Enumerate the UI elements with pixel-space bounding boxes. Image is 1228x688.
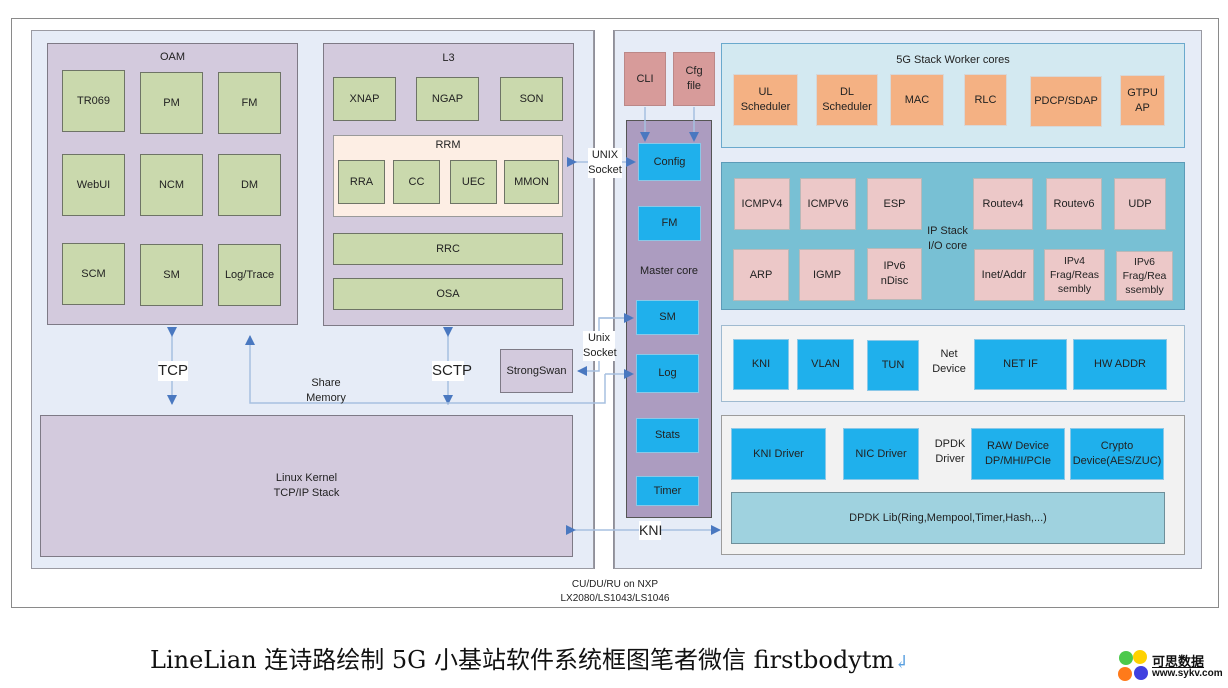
master-module-stats: Stats (636, 418, 699, 453)
rrm-module-mmon: MMON (504, 160, 559, 204)
master-module-fm: FM (638, 206, 701, 241)
kni-label: KNI (639, 521, 663, 540)
share-memory-label: Share Memory (306, 377, 346, 404)
oam-module-tr069: TR069 (62, 70, 125, 132)
cli-block: CLI (624, 52, 666, 106)
caption-text: LineLian 连诗路绘制 5G 小基站软件系统框图笔者微信 firstbod… (150, 640, 909, 675)
dpdk-module-nic-driver: NIC Driver (843, 428, 919, 480)
net-module-vlan: VLAN (797, 339, 854, 390)
worker-module-pdcp-sdap: PDCP/SDAP (1030, 76, 1102, 127)
oam-module-pm: PM (140, 72, 203, 134)
watermark-url: www.sykv.com (1152, 668, 1223, 679)
platform-label: CU/DU/RU on NXP LX2080/LS1043/LS1046 (560, 579, 670, 604)
ip-stack-title: IP Stack I/O core (927, 225, 968, 252)
net-device-title: Net Device (932, 348, 966, 375)
ip-module-icmpv6: ICMPV6 (800, 178, 856, 230)
rrm-module-uec: UEC (450, 160, 497, 204)
master-module-timer: Timer (636, 476, 699, 506)
oam-module-sm: SM (140, 244, 203, 306)
ip-module-esp: ESP (867, 178, 922, 230)
dpdk-module-kni-driver: KNI Driver (731, 428, 826, 480)
caption-content: LineLian 连诗路绘制 5G 小基站软件系统框图笔者微信 firstbod… (150, 646, 895, 674)
watermark-name: 可思数据 (1152, 654, 1205, 669)
oam-module-scm: SCM (62, 243, 125, 305)
worker-module-rlc: RLC (964, 74, 1007, 126)
master-core-title: Master core (639, 265, 699, 277)
net-module-kni: KNI (733, 339, 789, 390)
worker-module-mac: MAC (890, 74, 944, 126)
ip-module-udp: UDP (1114, 178, 1166, 230)
l3-title: L3 (442, 52, 455, 64)
oam-module-fm: FM (218, 72, 281, 134)
ip-module-arp: ARP (733, 249, 789, 301)
worker-module-ul-scheduler: UL Scheduler (733, 74, 798, 126)
ip-module-ipv6-ndisc: IPv6 nDisc (867, 248, 922, 300)
unix-socket-lower-label: Unix Socket (583, 331, 617, 361)
ip-module-inet-addr: Inet/Addr (974, 249, 1034, 301)
dpdk-module-raw-device: RAW Device DP/MHI/PCIe (971, 428, 1065, 480)
oam-module-dm: DM (218, 154, 281, 216)
worker-cores-block: 5G Stack Worker cores (721, 43, 1185, 148)
ip-stack-block (721, 162, 1185, 310)
l3-module-xnap: XNAP (333, 77, 396, 121)
worker-module-dl-scheduler: DL Scheduler (816, 74, 878, 126)
master-module-sm: SM (636, 300, 699, 335)
unix-socket-upper-label: UNIX Socket (588, 148, 622, 178)
net-module-hw-addr: HW ADDR (1073, 339, 1167, 390)
ip-module-routev6: Routev6 (1046, 178, 1102, 230)
return-mark-icon: ↲ (894, 652, 910, 673)
dpdk-driver-title: DPDK Driver (934, 438, 966, 465)
rrm-title: RRM (435, 139, 461, 151)
watermark: 可思数据 www.sykv.com (1116, 649, 1228, 683)
panel-divider (594, 30, 614, 569)
ip-module-igmp: IGMP (799, 249, 855, 301)
ip-module-ipv4-frag: IPv4 Frag/Reas sembly (1044, 249, 1105, 301)
l3-module-rrc: RRC (333, 233, 563, 265)
master-module-config: Config (638, 143, 701, 181)
l3-module-son: SON (500, 77, 563, 121)
net-module-tun: TUN (867, 340, 919, 391)
cfg-file-block: Cfg file (673, 52, 715, 106)
worker-cores-title: 5G Stack Worker cores (896, 54, 1010, 66)
l3-module-ngap: NGAP (416, 77, 479, 121)
oam-module-log-trace: Log/Trace (218, 244, 281, 306)
ip-module-icmpv4: ICMPV4 (734, 178, 790, 230)
l3-module-osa: OSA (333, 278, 563, 310)
strongswan-block: StrongSwan (500, 349, 573, 393)
dpdk-lib-block: DPDK Lib(Ring,Mempool,Timer,Hash,...) (731, 492, 1165, 544)
watermark-logo-icon (1118, 650, 1148, 681)
oam-module-ncm: NCM (140, 154, 203, 216)
tcp-label: TCP (158, 361, 188, 382)
rrm-module-cc: CC (393, 160, 440, 204)
worker-module-gtpu-ap: GTPU AP (1120, 75, 1165, 126)
oam-module-webui: WebUI (62, 154, 125, 216)
net-module-net-if: NET IF (974, 339, 1067, 390)
rrm-module-rra: RRA (338, 160, 385, 204)
master-module-log: Log (636, 354, 699, 393)
linux-kernel-block: Linux Kernel TCP/IP Stack (40, 415, 573, 557)
ip-module-ipv6-frag: IPv6 Frag/Rea ssembly (1116, 251, 1173, 301)
sctp-label: SCTP (432, 361, 472, 382)
ip-module-routev4: Routev4 (973, 178, 1033, 230)
dpdk-module-crypto-device: Crypto Device(AES/ZUC) (1070, 428, 1164, 480)
oam-title: OAM (159, 51, 186, 63)
